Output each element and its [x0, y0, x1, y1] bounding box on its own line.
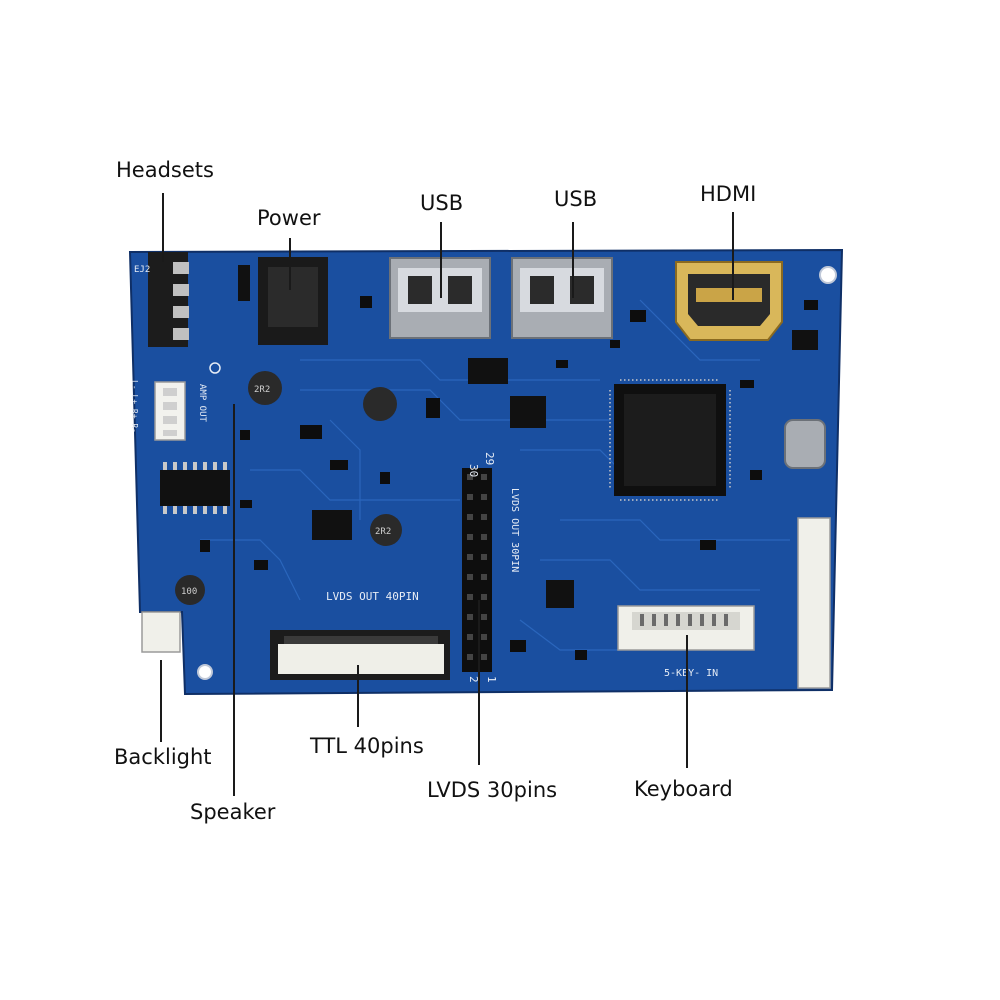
silk-lvds-40: LVDS OUT 40PIN [326, 590, 419, 603]
silk-pin-2: 2 [467, 676, 480, 683]
headsets-label: Headsets [116, 158, 214, 182]
small-header [546, 580, 574, 608]
backlight-label: Backlight [114, 745, 212, 769]
callout-lines [160, 193, 734, 796]
mounting-hole [209, 362, 221, 374]
silk-pin-30: 30 [467, 464, 480, 477]
silk-key-in: 5-KEY- IN [664, 668, 718, 679]
inductor: 100 [175, 575, 205, 605]
power-jack [238, 257, 328, 345]
mounting-hole [819, 266, 837, 284]
hdmi-label: HDMI [700, 182, 757, 206]
hdmi-port [675, 261, 783, 341]
backlight-connector [141, 611, 181, 653]
crystal-oscillator [784, 419, 826, 469]
smd-components [200, 296, 818, 660]
small-chip [510, 396, 546, 428]
audio-connector: L- L+ R+ R- AMP OUT [130, 380, 207, 441]
mounting-hole [197, 664, 213, 680]
lvds-label: LVDS 30pins [427, 778, 558, 802]
silk-pin-1: 1 [485, 676, 498, 683]
headset-jack: EJ2 [134, 252, 189, 347]
lvds-30-header: 30 29 2 1 [462, 452, 498, 683]
silk-amp-out: AMP OUT [197, 384, 207, 423]
small-chip [312, 510, 352, 540]
side-connector [797, 517, 831, 689]
ttl-40-connector [270, 630, 450, 680]
silk-audio-pins: L- L+ R+ R- [130, 380, 139, 433]
usb-2-label: USB [554, 187, 598, 211]
silk-lvds-30: LVDS OUT 30PIN [509, 488, 520, 572]
inductor [363, 387, 397, 421]
amplifier-chip [160, 462, 230, 514]
silk-inductor-1: 2R2 [254, 385, 270, 395]
silk-inductor-3: 100 [181, 587, 197, 597]
main-processor [609, 379, 731, 501]
small-chip [792, 330, 818, 350]
speaker-label: Speaker [190, 800, 276, 824]
inductor: 2R2 [370, 514, 402, 546]
silk-pin-29: 29 [483, 452, 496, 465]
keyboard-label: Keyboard [634, 777, 733, 801]
inductor: 2R2 [248, 371, 282, 405]
usb-port-2 [511, 257, 613, 339]
keyboard-connector [617, 605, 755, 651]
small-chip [468, 358, 508, 384]
power-label: Power [257, 206, 321, 230]
ttl-label: TTL 40pins [310, 734, 424, 758]
silk-ej: EJ2 [134, 265, 150, 275]
usb-1-label: USB [420, 191, 464, 215]
silk-inductor-2: 2R2 [375, 527, 391, 537]
